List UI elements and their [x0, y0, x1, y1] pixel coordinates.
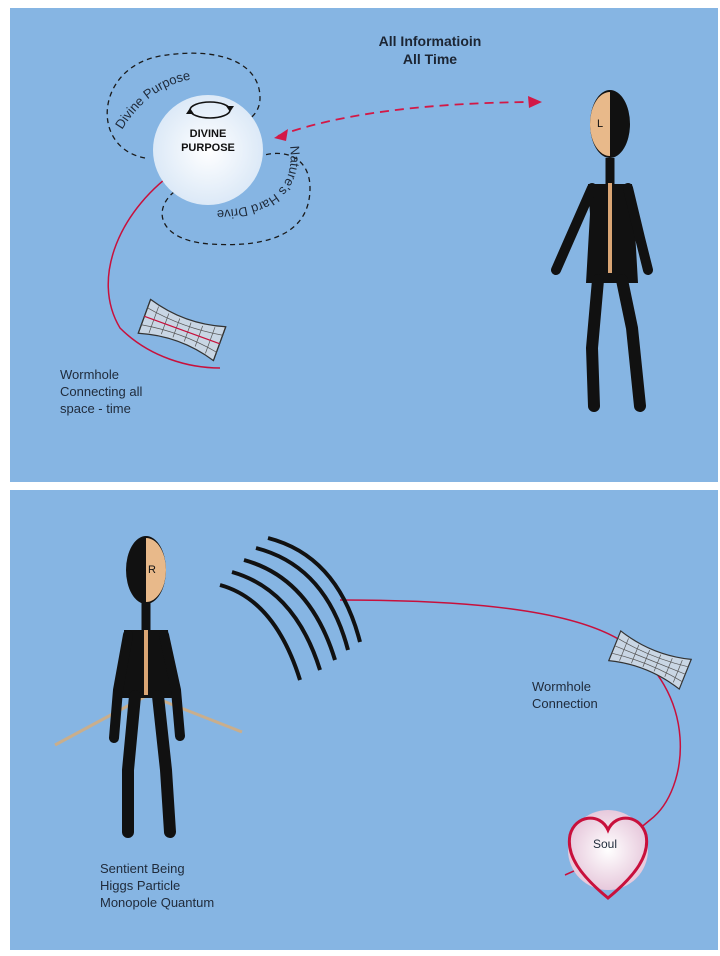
wormhole-label-top: Wormhole Connecting all space - time: [60, 366, 220, 417]
head-letter-r: R: [148, 562, 156, 579]
arrow-head-left-icon: [274, 129, 288, 141]
heading-line-1: All Informatioin: [330, 32, 530, 50]
information-link-arrow: [278, 102, 530, 136]
stick-figure-left-brain: [556, 90, 648, 406]
sphere-label-line-2: PURPOSE: [168, 142, 248, 155]
bottom-panel: R Wormhole Connection Soul Sentient Bein…: [10, 490, 718, 950]
signal-waves-icon: [220, 538, 360, 680]
top-panel: Divine Purpose Nature's Hard Drive All I…: [10, 8, 718, 482]
stick-figure-right-brain: [114, 536, 180, 832]
head-letter-l: L: [597, 116, 603, 133]
arrow-head-right-icon: [528, 96, 542, 108]
sphere-label-line-1: DIVINE: [168, 128, 248, 141]
soul-label: Soul: [593, 836, 617, 853]
sentient-being-label: Sentient Being Higgs Particle Monopole Q…: [100, 860, 300, 911]
heading-line-2: All Time: [330, 50, 530, 68]
wormhole-label-bottom: Wormhole Connection: [532, 678, 692, 712]
